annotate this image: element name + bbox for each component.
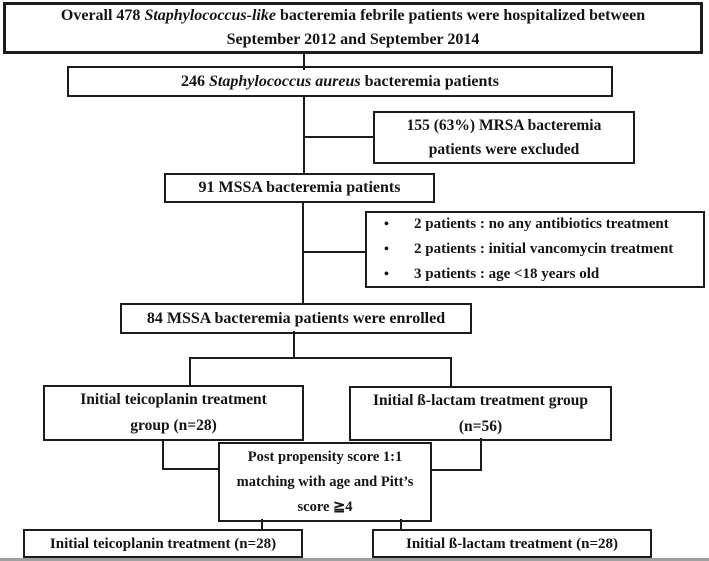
connector-split-to-blactam-group xyxy=(450,357,452,388)
connector-split-bar xyxy=(189,357,452,359)
connector-mssa91-to-mssa84 xyxy=(302,201,304,305)
exclusion-item: • 2 patients : initial vancomycin treatm… xyxy=(380,237,673,262)
box-mrsa-excluded-line1: 155 (63%) MRSA bacteremia xyxy=(406,116,602,134)
bullet-icon: • xyxy=(384,242,389,257)
connector-teico-group-down xyxy=(162,439,164,470)
exclusion-item-text: 2 patients : no any antibiotics treatmen… xyxy=(414,216,669,232)
box-mssa-84-text: 84 MSSA bacteremia patients were enrolle… xyxy=(146,309,446,327)
figure-bottom-edge xyxy=(0,558,709,561)
box-propensity-line1: Post propensity score 1:1 xyxy=(247,448,403,465)
connector-branch-to-exclusions xyxy=(303,251,366,253)
connector-split-to-teico-group xyxy=(189,357,191,387)
box-overall-line1: Overall 478 Staphylococcus-like bacterem… xyxy=(60,7,646,24)
exclusion-item: • 2 patients : no any antibiotics treatm… xyxy=(380,212,669,237)
box-blactam-group-line2: (n=56) xyxy=(458,417,503,435)
box-teicoplanin-group: Initial teicoplanin treatment group (n=2… xyxy=(43,385,304,441)
box-propensity-line3: score ≧4 xyxy=(297,498,353,515)
box-sa-bacteremia-text: 246 Staphylococcus aureus bacteremia pat… xyxy=(181,72,499,90)
bullet-icon: • xyxy=(384,267,389,282)
exclusion-item: • 3 patients : age <18 years old xyxy=(380,262,599,287)
box-blactam-final-text: Initial ß-lactam treatment (n=28) xyxy=(406,535,618,552)
box-propensity-line2: matching with age and Pitt’s xyxy=(236,473,414,490)
box-propensity-matching: Post propensity score 1:1 matching with … xyxy=(218,442,432,522)
connector-mssa84-to-split xyxy=(293,331,295,359)
connector-blactam-to-propensity xyxy=(431,469,482,471)
box-teicoplanin-group-line1: Initial teicoplanin treatment xyxy=(80,391,267,408)
box-blactam-final: Initial ß-lactam treatment (n=28) xyxy=(372,529,652,558)
box-mrsa-excluded-line2: patients were excluded xyxy=(428,140,580,158)
connector-propensity-to-blactam-final xyxy=(400,519,402,531)
box-blactam-group: Initial ß-lactam treatment group (n=56) xyxy=(349,386,612,441)
connector-blactam-group-down xyxy=(480,438,482,471)
box-exclusion-criteria: • 2 patients : no any antibiotics treatm… xyxy=(365,211,705,288)
box-teicoplanin-final: Initial teicoplanin treatment (n=28) xyxy=(23,529,303,558)
connector-propensity-to-teico-final xyxy=(261,519,263,531)
box-teicoplanin-group-line2: group (n=28) xyxy=(130,417,217,434)
box-mrsa-excluded: 155 (63%) MRSA bacteremia patients were … xyxy=(373,111,635,164)
box-overall-patients: Overall 478 Staphylococcus-like bacterem… xyxy=(3,2,703,54)
connector-teico-to-propensity xyxy=(162,468,219,470)
connector-overall-to-sa246 xyxy=(303,52,305,70)
box-blactam-group-line1: Initial ß-lactam treatment group xyxy=(372,391,589,409)
box-sa-bacteremia: 246 Staphylococcus aureus bacteremia pat… xyxy=(67,66,613,97)
connector-branch-to-mrsa xyxy=(304,136,374,138)
box-teicoplanin-final-text: Initial teicoplanin treatment (n=28) xyxy=(49,535,277,552)
box-mssa-91-text: 91 MSSA bacteremia patients xyxy=(198,179,401,196)
exclusion-item-text: 3 patients : age <18 years old xyxy=(414,266,600,282)
exclusion-item-text: 2 patients : initial vancomycin treatmen… xyxy=(414,241,674,257)
box-mssa-91: 91 MSSA bacteremia patients xyxy=(164,173,435,203)
bullet-icon: • xyxy=(384,217,389,232)
box-overall-line2: September 2012 and September 2014 xyxy=(226,31,480,48)
connector-sa246-to-mssa91 xyxy=(303,95,305,175)
box-mssa-84-enrolled: 84 MSSA bacteremia patients were enrolle… xyxy=(120,303,472,334)
